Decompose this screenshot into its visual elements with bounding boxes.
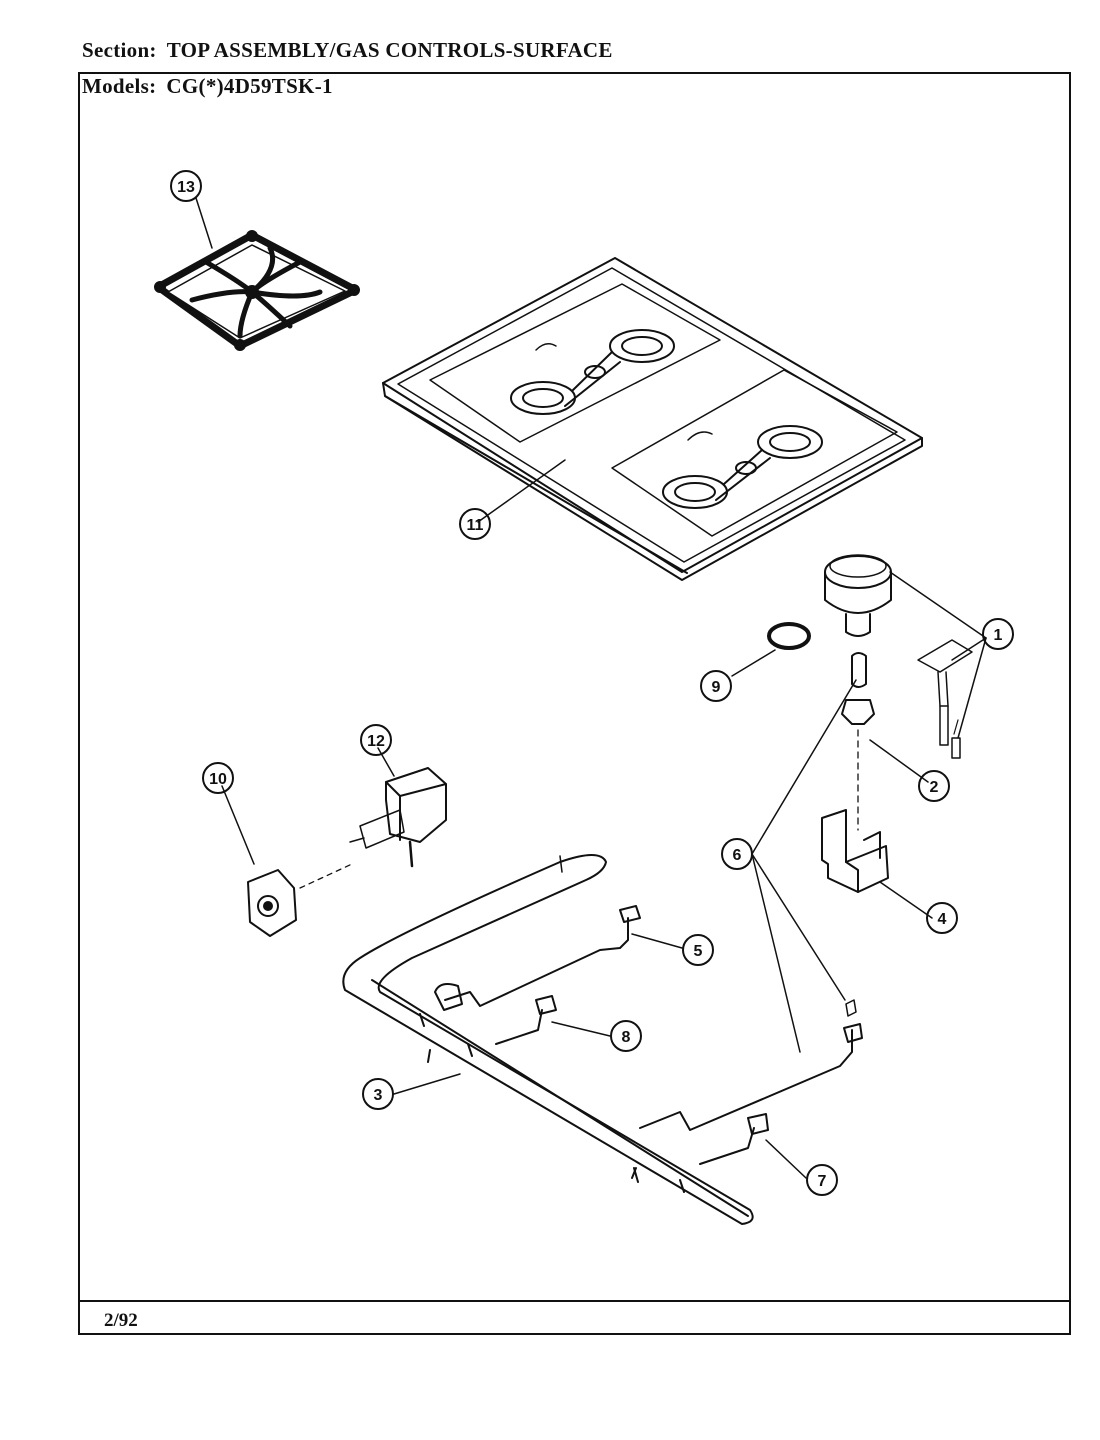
callout-13-label: 13 [177,179,195,196]
callout-6-label: 6 [733,847,742,864]
callout-7-label: 7 [818,1173,827,1190]
diagram-frame [78,72,1071,1335]
callout-9-label: 9 [712,679,721,696]
callout-11-label: 11 [467,517,484,534]
callout-7: 7 [806,1164,838,1196]
callout-5-label: 5 [694,943,703,960]
callout-4: 4 [926,902,958,934]
callout-1-label: 1 [994,627,1003,644]
supply-tube-right [639,999,863,1131]
callout-10: 10 [202,762,234,794]
ignitor-switch-housing [349,767,447,868]
burner-bracket [821,809,889,893]
orifice-tube-short [495,995,557,1045]
footer-divider [78,1300,1071,1302]
leader-lines [195,197,987,1179]
section-title: Section: TOP ASSEMBLY/GAS CONTROLS-SURFAC… [82,38,613,63]
callout-3: 3 [362,1078,394,1110]
callout-13: 13 [170,170,202,202]
valve-switch [247,863,353,937]
surface-burner [824,554,973,759]
burner-grate [154,230,360,351]
cooktop-panel [382,257,923,581]
callout-5: 5 [682,934,714,966]
gas-manifold [342,854,754,1225]
callout-1: 1 [982,618,1014,650]
models-title: Models: CG(*)4D59TSK-1 [82,74,333,99]
callout-12-label: 12 [367,733,385,750]
callout-2: 2 [918,770,950,802]
section-value: TOP ASSEMBLY/GAS CONTROLS-SURFACE [166,38,613,62]
section-label: Section: [82,38,157,62]
footer-date: 2/92 [104,1310,138,1331]
callout-4-label: 4 [938,911,947,928]
orifice-nut [841,652,875,831]
supply-tube-left [434,905,641,1011]
orifice-tube-bottom [699,1113,769,1165]
callout-8: 8 [610,1020,642,1052]
callout-11: 11 [459,508,491,540]
callout-10-label: 10 [209,771,227,788]
models-value: CG(*)4D59TSK-1 [166,74,333,98]
models-label: Models: [82,74,157,98]
callout-12: 12 [360,724,392,756]
o-ring [767,622,811,650]
callout-3-label: 3 [374,1087,383,1104]
callout-6: 6 [721,838,753,870]
callout-9: 9 [700,670,732,702]
callout-8-label: 8 [622,1029,631,1046]
callout-2-label: 2 [930,779,939,796]
